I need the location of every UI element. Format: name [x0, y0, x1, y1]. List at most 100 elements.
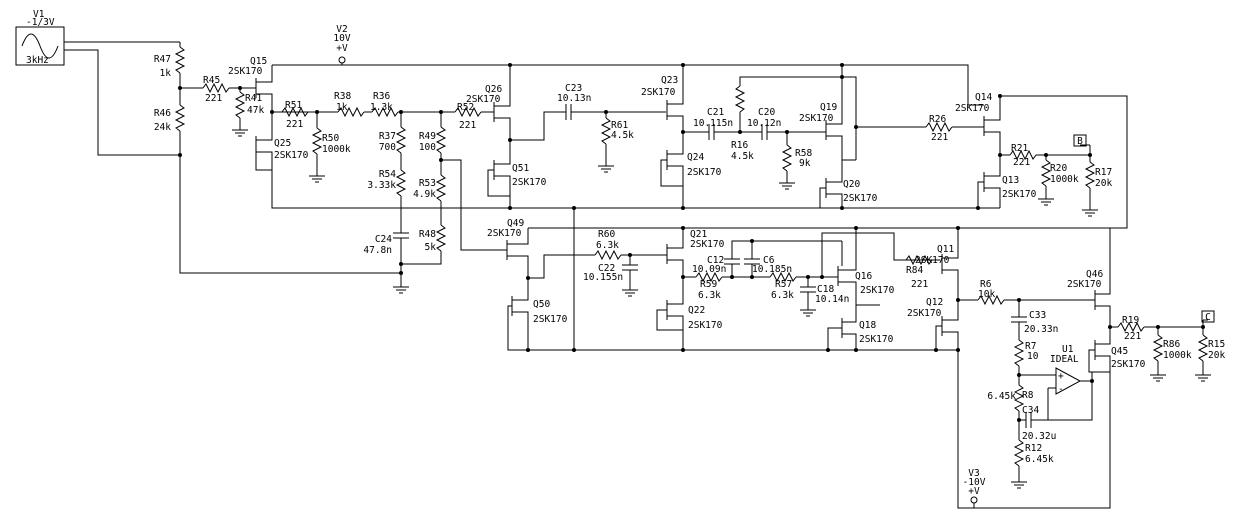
r49-value: 100 — [419, 142, 436, 153]
resistor-r50[interactable]: R50 1000k — [311, 112, 351, 176]
r15-value: 20k — [1208, 350, 1225, 361]
r47-name: R47 — [154, 54, 171, 65]
capacitor-c34[interactable]: C34 20.32u — [1022, 405, 1056, 442]
resistor-r6[interactable]: R6 10k — [977, 279, 1005, 306]
r51-value: 221 — [286, 119, 303, 130]
r57-value: 6.3k — [771, 290, 794, 301]
r60-name: R60 — [598, 229, 615, 240]
c24-name: C24 — [375, 234, 392, 245]
jfet-q15[interactable]: Q15 2SK170 — [228, 56, 273, 112]
jfet-q23[interactable]: Q23 2SK170 — [641, 65, 684, 132]
resistor-r37[interactable]: R37 700 — [379, 112, 407, 154]
jfet-q46[interactable]: Q46 2SK170 — [1067, 228, 1111, 327]
capacitor-c20[interactable]: C20 10.12n — [747, 107, 826, 140]
capacitor-c18[interactable]: C18 10.14n — [800, 277, 849, 310]
jfet-q45[interactable]: Q45 2SK170 — [1088, 327, 1146, 373]
resistor-r17[interactable]: R17 20k — [1084, 155, 1112, 210]
jfet-q50[interactable]: Q50 2SK170 — [507, 278, 568, 351]
capacitor-c6[interactable]: C6 10.185n — [744, 241, 792, 277]
resistor-r52[interactable]: R52 221 — [454, 102, 482, 131]
resistor-r46[interactable]: R46 24k — [154, 104, 186, 133]
probe-c[interactable]: C — [1201, 310, 1215, 323]
resistor-r58[interactable]: R58 9k — [781, 132, 812, 183]
q23-value: 2SK170 — [641, 87, 676, 98]
probe-b[interactable]: B — [1073, 134, 1090, 147]
resistor-r60[interactable]: R60 6.3k — [594, 229, 622, 261]
resistor-r7[interactable]: R7 10 — [1013, 339, 1039, 367]
jfet-q12[interactable]: Q12 2SK170 — [907, 297, 959, 350]
ground-symbol — [232, 129, 248, 137]
r17-name: R17 — [1095, 167, 1112, 178]
resistor-r19[interactable]: R19 221 — [1117, 315, 1145, 342]
opamp-u1[interactable]: + - U1 IDEAL — [1048, 344, 1092, 395]
resistor-r61[interactable]: R61 4.5k — [600, 112, 634, 166]
r19-value: 221 — [1124, 331, 1141, 342]
resistor-r47[interactable]: R47 1k — [154, 42, 186, 79]
c22-name: C22 — [598, 263, 615, 274]
q24-name: Q24 — [687, 152, 704, 163]
resistor-r21[interactable]: R21 221 — [1009, 143, 1037, 168]
q23-name: Q23 — [661, 75, 678, 86]
resistor-r53[interactable]: R53 4.9k — [413, 174, 447, 202]
resistor-r41[interactable]: R41 47k — [234, 88, 264, 130]
q26-name: Q26 — [485, 84, 502, 95]
capacitor-c21[interactable]: C21 10.115n — [693, 107, 759, 140]
q49-name: Q49 — [507, 218, 524, 229]
r16-name: R16 — [731, 140, 748, 151]
r54-name: R54 — [379, 169, 396, 180]
resistor-r26[interactable]: R26 221 — [925, 114, 953, 143]
ground-symbol — [1038, 198, 1054, 206]
resistor-r20[interactable]: R20 1000k — [1040, 155, 1079, 199]
c34-value: 20.32u — [1022, 431, 1056, 442]
capacitor-c23[interactable]: C23 10.13n — [557, 83, 666, 120]
r58-name: R58 — [795, 148, 812, 159]
q20-name: Q20 — [843, 179, 860, 190]
r8-value: 6.45k — [987, 391, 1016, 402]
resistor-r59[interactable]: R59 6.3k — [695, 271, 723, 301]
jfet-q20[interactable]: Q20 2SK170 — [819, 160, 878, 208]
supply-v3[interactable]: V3 -10V +V — [963, 468, 986, 508]
resistor-r49[interactable]: R49 100 — [419, 112, 447, 154]
resistor-r16[interactable]: R16 4.5k — [731, 76, 842, 162]
jfet-q16[interactable]: Q16 2SK170 — [837, 228, 895, 305]
resistor-r15[interactable]: R15 20k — [1197, 327, 1225, 375]
resistor-r8[interactable]: R8 6.45k — [987, 384, 1034, 412]
resistor-r38[interactable]: R38 1k — [334, 91, 365, 118]
resistor-r45[interactable]: R45 221 — [202, 75, 230, 104]
jfet-q24[interactable]: Q24 2SK170 — [660, 132, 722, 208]
jfet-q25[interactable]: Q25 2SK170 — [255, 112, 1000, 209]
ground-symbol — [622, 289, 638, 297]
jfet-q26[interactable]: Q26 2SK170 — [466, 65, 511, 140]
jfet-q51[interactable]: Q51 2SK170 — [487, 140, 547, 208]
resistor-r57[interactable]: R57 6.3k — [769, 271, 797, 301]
resistor-r51[interactable]: R51 221 — [281, 100, 309, 130]
capacitor-c12[interactable]: C12 10.09n — [692, 240, 842, 277]
jfet-q22[interactable]: Q22 2SK170 — [656, 277, 723, 350]
resistor-r48[interactable]: R48 5k — [419, 224, 447, 253]
source-v1[interactable]: V1 -1/3V 3kHz — [15, 9, 65, 66]
c18-value: 10.14n — [815, 294, 849, 305]
c21-value: 10.115n — [693, 118, 733, 129]
capacitor-c22[interactable]: C22 10.155n — [583, 255, 638, 290]
capacitor-c33[interactable]: C33 20.33n — [1011, 300, 1058, 340]
jfet-q11[interactable]: Q11 2SK170 — [915, 228, 959, 300]
jfet-q49[interactable]: Q49 2SK170 — [487, 218, 529, 278]
jfet-q14[interactable]: Q14 2SK170 — [955, 92, 1128, 229]
capacitor-c24[interactable]: C24 47.8n — [363, 232, 409, 256]
resistor-r36[interactable]: R36 1.3k — [370, 91, 399, 118]
jfet-q21[interactable]: Q21 2SK170 — [666, 228, 725, 277]
resistor-r54[interactable]: R54 3.33k — [367, 169, 407, 197]
jfet-q19[interactable]: Q19 2SK170 — [799, 65, 857, 160]
r26-value: 221 — [931, 132, 948, 143]
resistor-r84[interactable]: R84 221 — [905, 254, 933, 290]
jfet-q13[interactable]: Q13 2SK170 — [977, 155, 1037, 208]
supply-v2[interactable]: V2 10V +V — [333, 24, 351, 65]
resistor-r86[interactable]: R86 1000k — [1152, 327, 1192, 375]
jfet-q18[interactable]: Q18 2SK170 — [827, 305, 894, 350]
resistor-r12[interactable]: R12 6.45k — [1013, 439, 1054, 467]
v3-sign: +V — [968, 486, 980, 497]
v1-value: -1/3V — [26, 17, 55, 28]
r58-value: 9k — [799, 158, 811, 169]
r16-value: 4.5k — [731, 151, 754, 162]
